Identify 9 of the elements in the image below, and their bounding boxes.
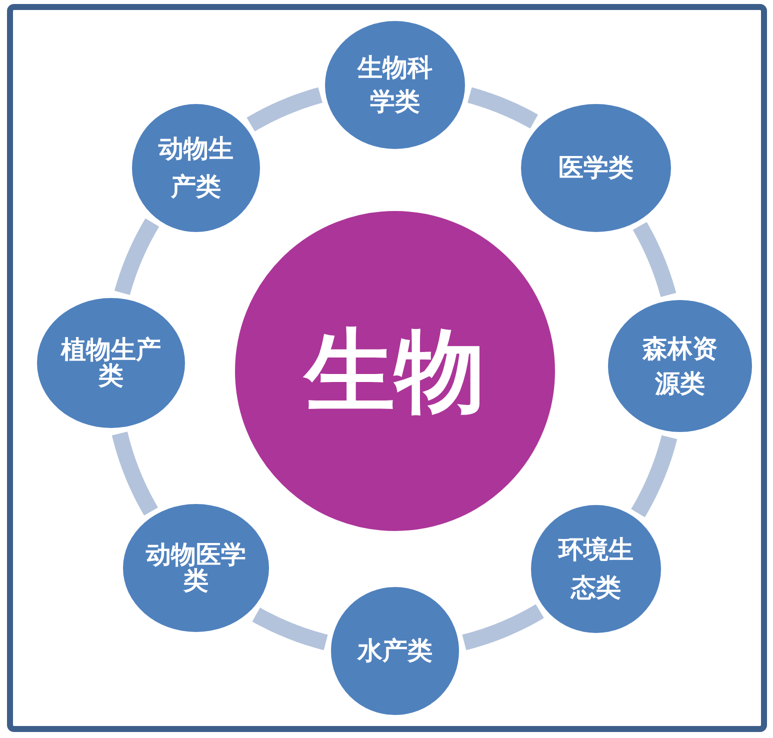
center-label: 生物 bbox=[302, 322, 486, 420]
circle-label: 植物生产类 bbox=[60, 337, 162, 389]
circle-label: 水产类 bbox=[356, 635, 434, 667]
circle-label: 生物科学类 bbox=[356, 52, 434, 118]
circle-label: 医学类 bbox=[558, 152, 634, 184]
circle-label: 动物医学类 bbox=[144, 542, 247, 594]
circle-label: 森林资源类 bbox=[641, 333, 718, 400]
circle-label: 环境生态类 bbox=[556, 534, 634, 604]
circle-label: 动物生产类 bbox=[157, 133, 234, 203]
